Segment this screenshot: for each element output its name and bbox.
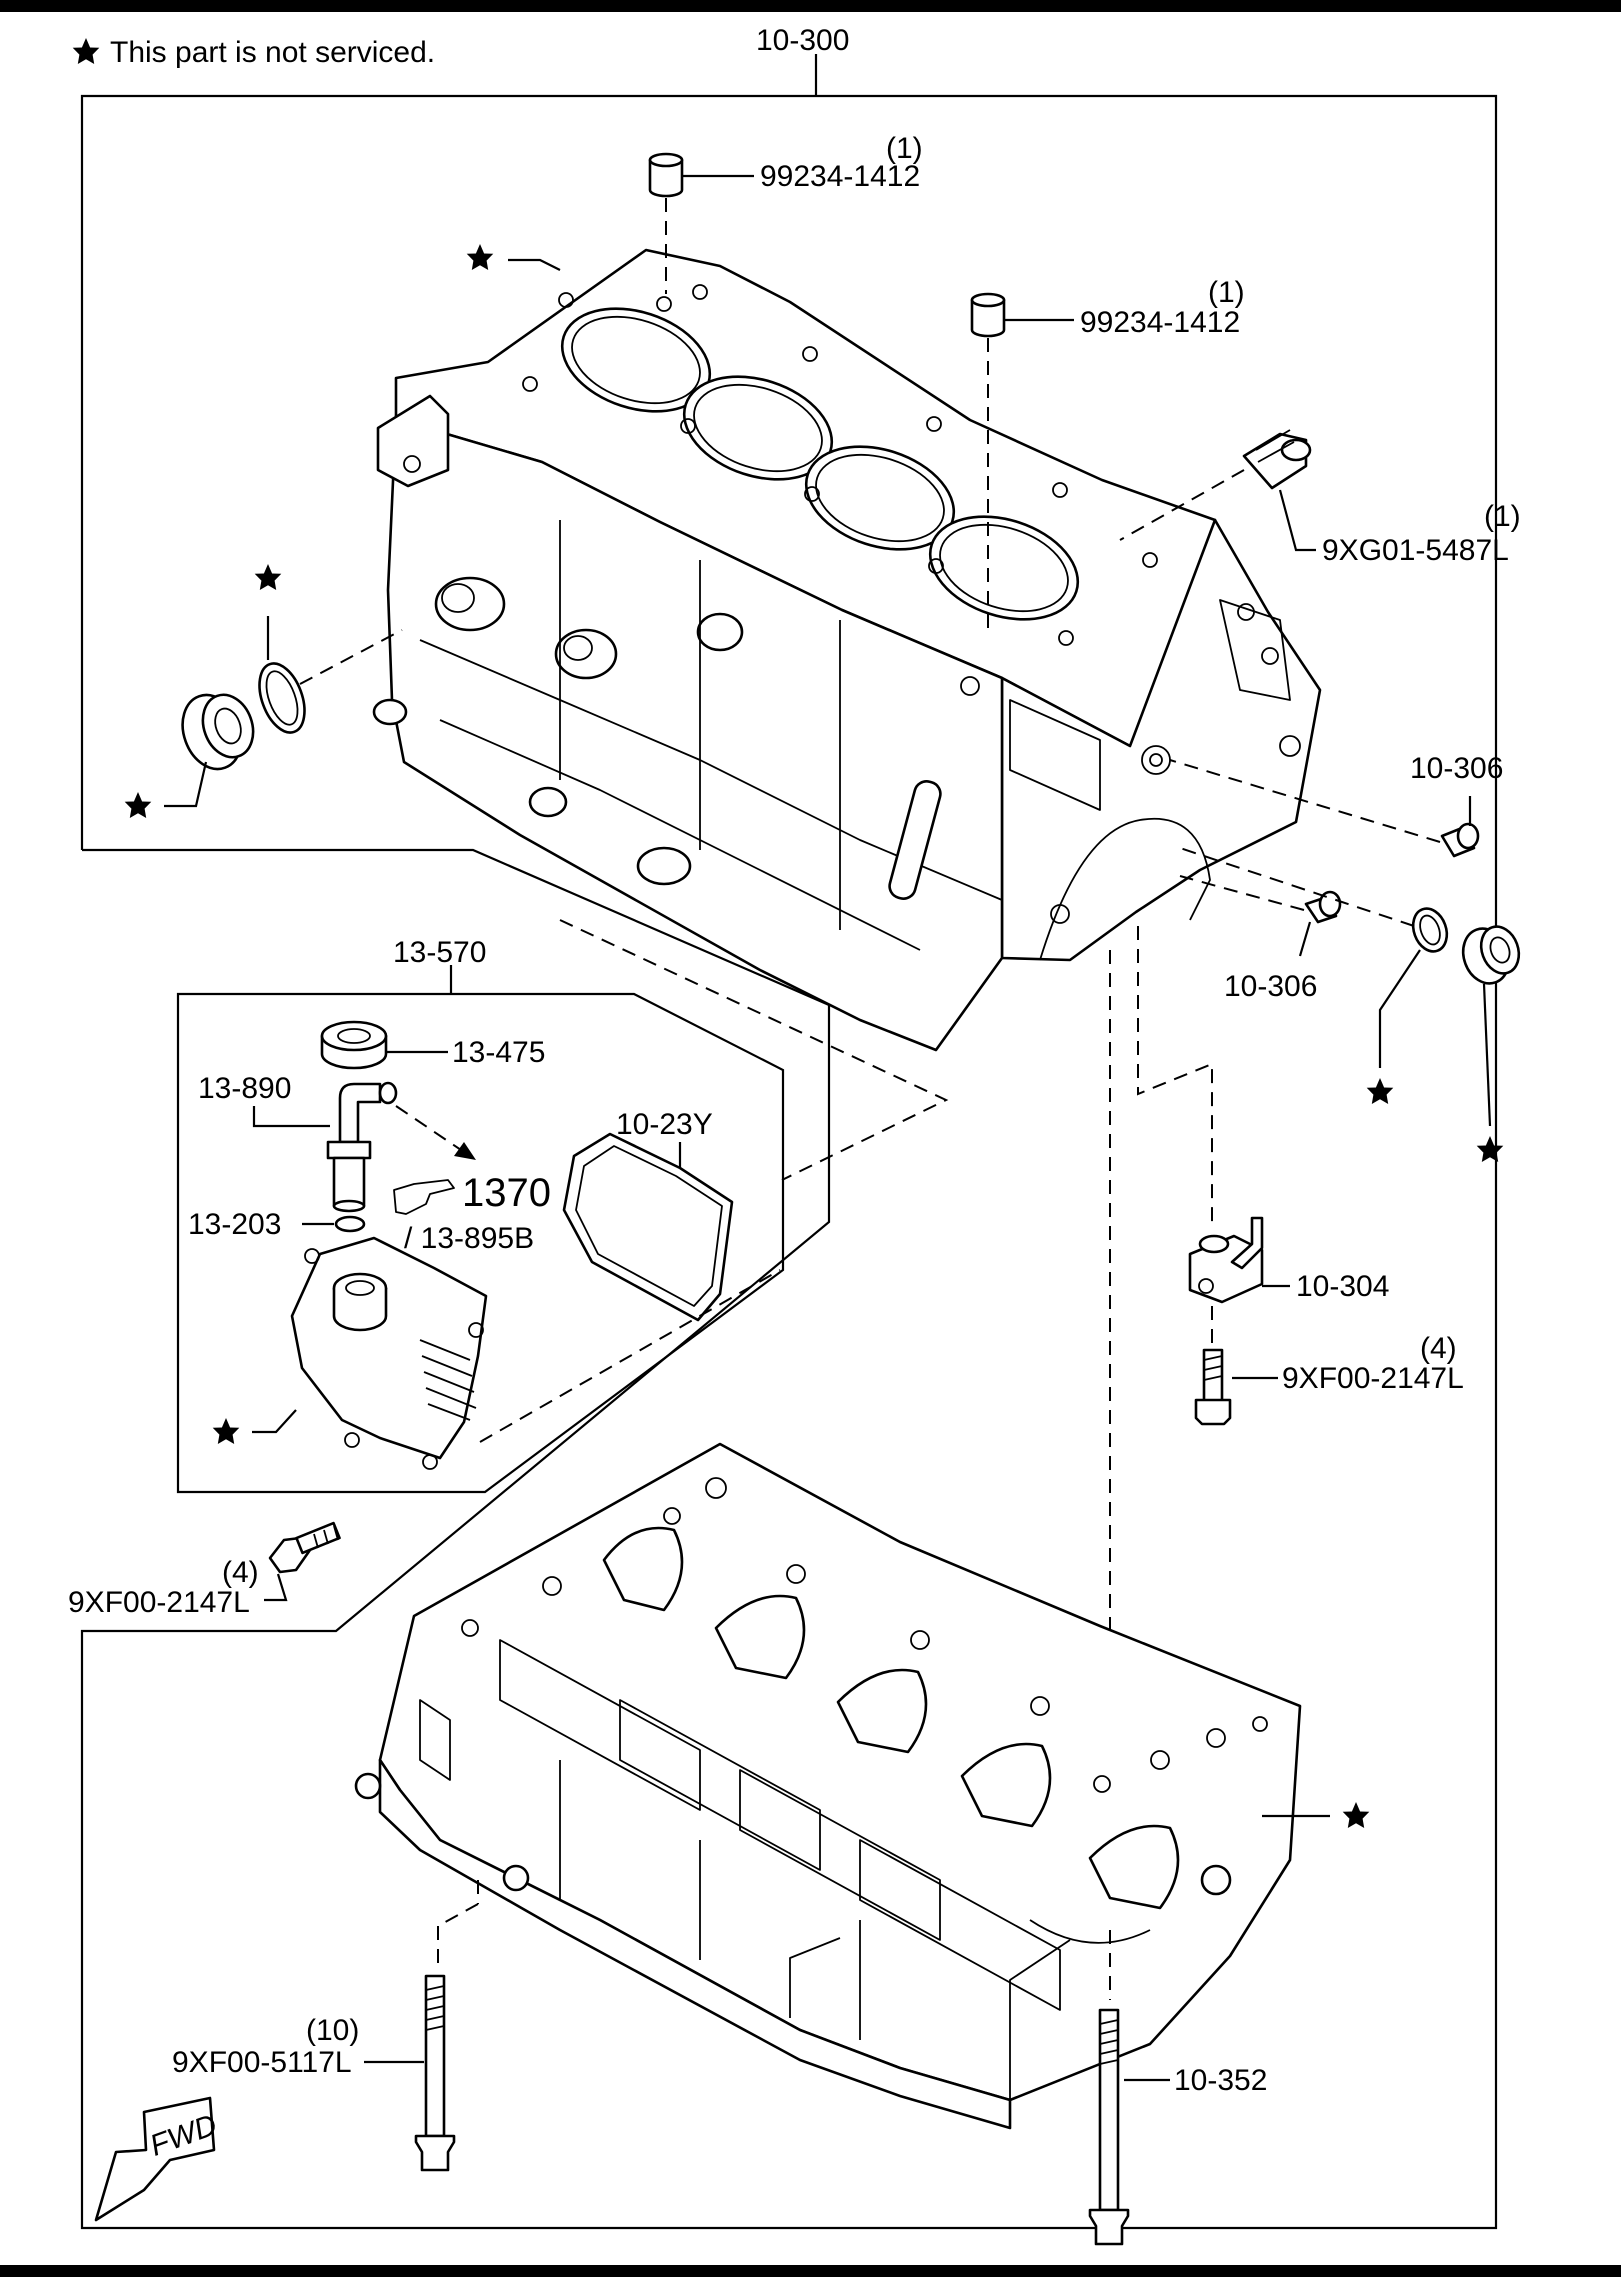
plug-9xg01-5487l <box>1242 429 1312 490</box>
right-plug <box>1461 925 1521 985</box>
dowel-pin-10-306-b <box>1304 890 1342 924</box>
o-ring-13-203 <box>334 1215 366 1233</box>
hand-pointer-icon <box>393 1179 455 1215</box>
left-o-ring <box>258 662 306 734</box>
bolt-10-352 <box>1088 2008 1130 2246</box>
label-9xf00-5117l: 9XF00-5117L <box>172 2046 352 2079</box>
star-icon <box>1366 1078 1394 1104</box>
star-icon <box>254 564 282 590</box>
label-9xf00-2147l-a: 9XF00-2147L <box>1282 1362 1464 1395</box>
label-10-23y: 10-23Y <box>616 1108 713 1141</box>
label-99234-1412-a: 99234-1412 <box>760 160 920 193</box>
vent-cover <box>290 1236 488 1470</box>
label-1370: 1370 <box>462 1171 551 1215</box>
label-9xf00-2147l-b: 9XF00-2147L <box>68 1586 250 1619</box>
left-plug <box>181 693 255 771</box>
star-icon <box>1342 1802 1370 1828</box>
right-o-ring <box>1411 907 1449 953</box>
label-9xf00-5117l-qty: (10) <box>306 2014 359 2047</box>
label-13-895b: / 13-895B <box>404 1222 534 1255</box>
label-99234-1412-b-qty: (1) <box>1208 276 1245 309</box>
bolt-9xf00-2147l-a <box>1194 1348 1232 1426</box>
top-border-bar <box>0 0 1621 12</box>
bolt-9xf00-5117l <box>414 1974 456 2172</box>
star-icon <box>212 1418 240 1444</box>
label-13-570: 13-570 <box>393 936 486 969</box>
legend-text: This part is not serviced. <box>110 36 435 69</box>
plug-99234-1412-b <box>970 292 1006 338</box>
label-13-203: 13-203 <box>188 1208 281 1241</box>
label-99234-1412-a-qty: (1) <box>886 132 923 165</box>
label-10-306-a: 10-306 <box>1410 752 1503 785</box>
label-10-306-b: 10-306 <box>1224 970 1317 1003</box>
label-9xg01-5487l: 9XG01-5487L <box>1322 534 1509 567</box>
label-99234-1412-b: 99234-1412 <box>1080 306 1240 339</box>
bottom-border-bar <box>0 2265 1621 2277</box>
lower-block <box>354 1442 1302 2130</box>
fwd-arrow-icon <box>94 2096 216 2222</box>
star-icon <box>1476 1136 1504 1162</box>
label-13-475: 13-475 <box>452 1036 545 1069</box>
bolt-9xf00-2147l-b <box>268 1521 341 1574</box>
plug-99234-1412-a <box>648 152 684 198</box>
pipe-13-890 <box>326 1081 398 1213</box>
label-10-300: 10-300 <box>756 24 849 57</box>
label-10-352: 10-352 <box>1174 2064 1267 2097</box>
legend-star-icon <box>72 38 100 64</box>
label-10-304: 10-304 <box>1296 1270 1389 1303</box>
star-icon <box>124 792 152 818</box>
cylinder-block <box>372 248 1322 1052</box>
label-9xf00-2147l-b-qty: (4) <box>222 1556 259 1589</box>
vent-assembly-outline <box>176 992 785 1494</box>
oil-jet-10-304 <box>1188 1216 1264 1304</box>
gasket-10-23y <box>562 1132 734 1322</box>
label-13-890: 13-890 <box>198 1072 291 1105</box>
label-9xf00-2147l-a-qty: (4) <box>1420 1332 1457 1365</box>
seal-13-475 <box>320 1020 388 1070</box>
assembly-outline <box>80 94 1498 2230</box>
dowel-pin-10-306-a <box>1440 822 1480 858</box>
label-9xg01-5487l-qty: (1) <box>1484 500 1521 533</box>
star-icon <box>466 244 494 270</box>
